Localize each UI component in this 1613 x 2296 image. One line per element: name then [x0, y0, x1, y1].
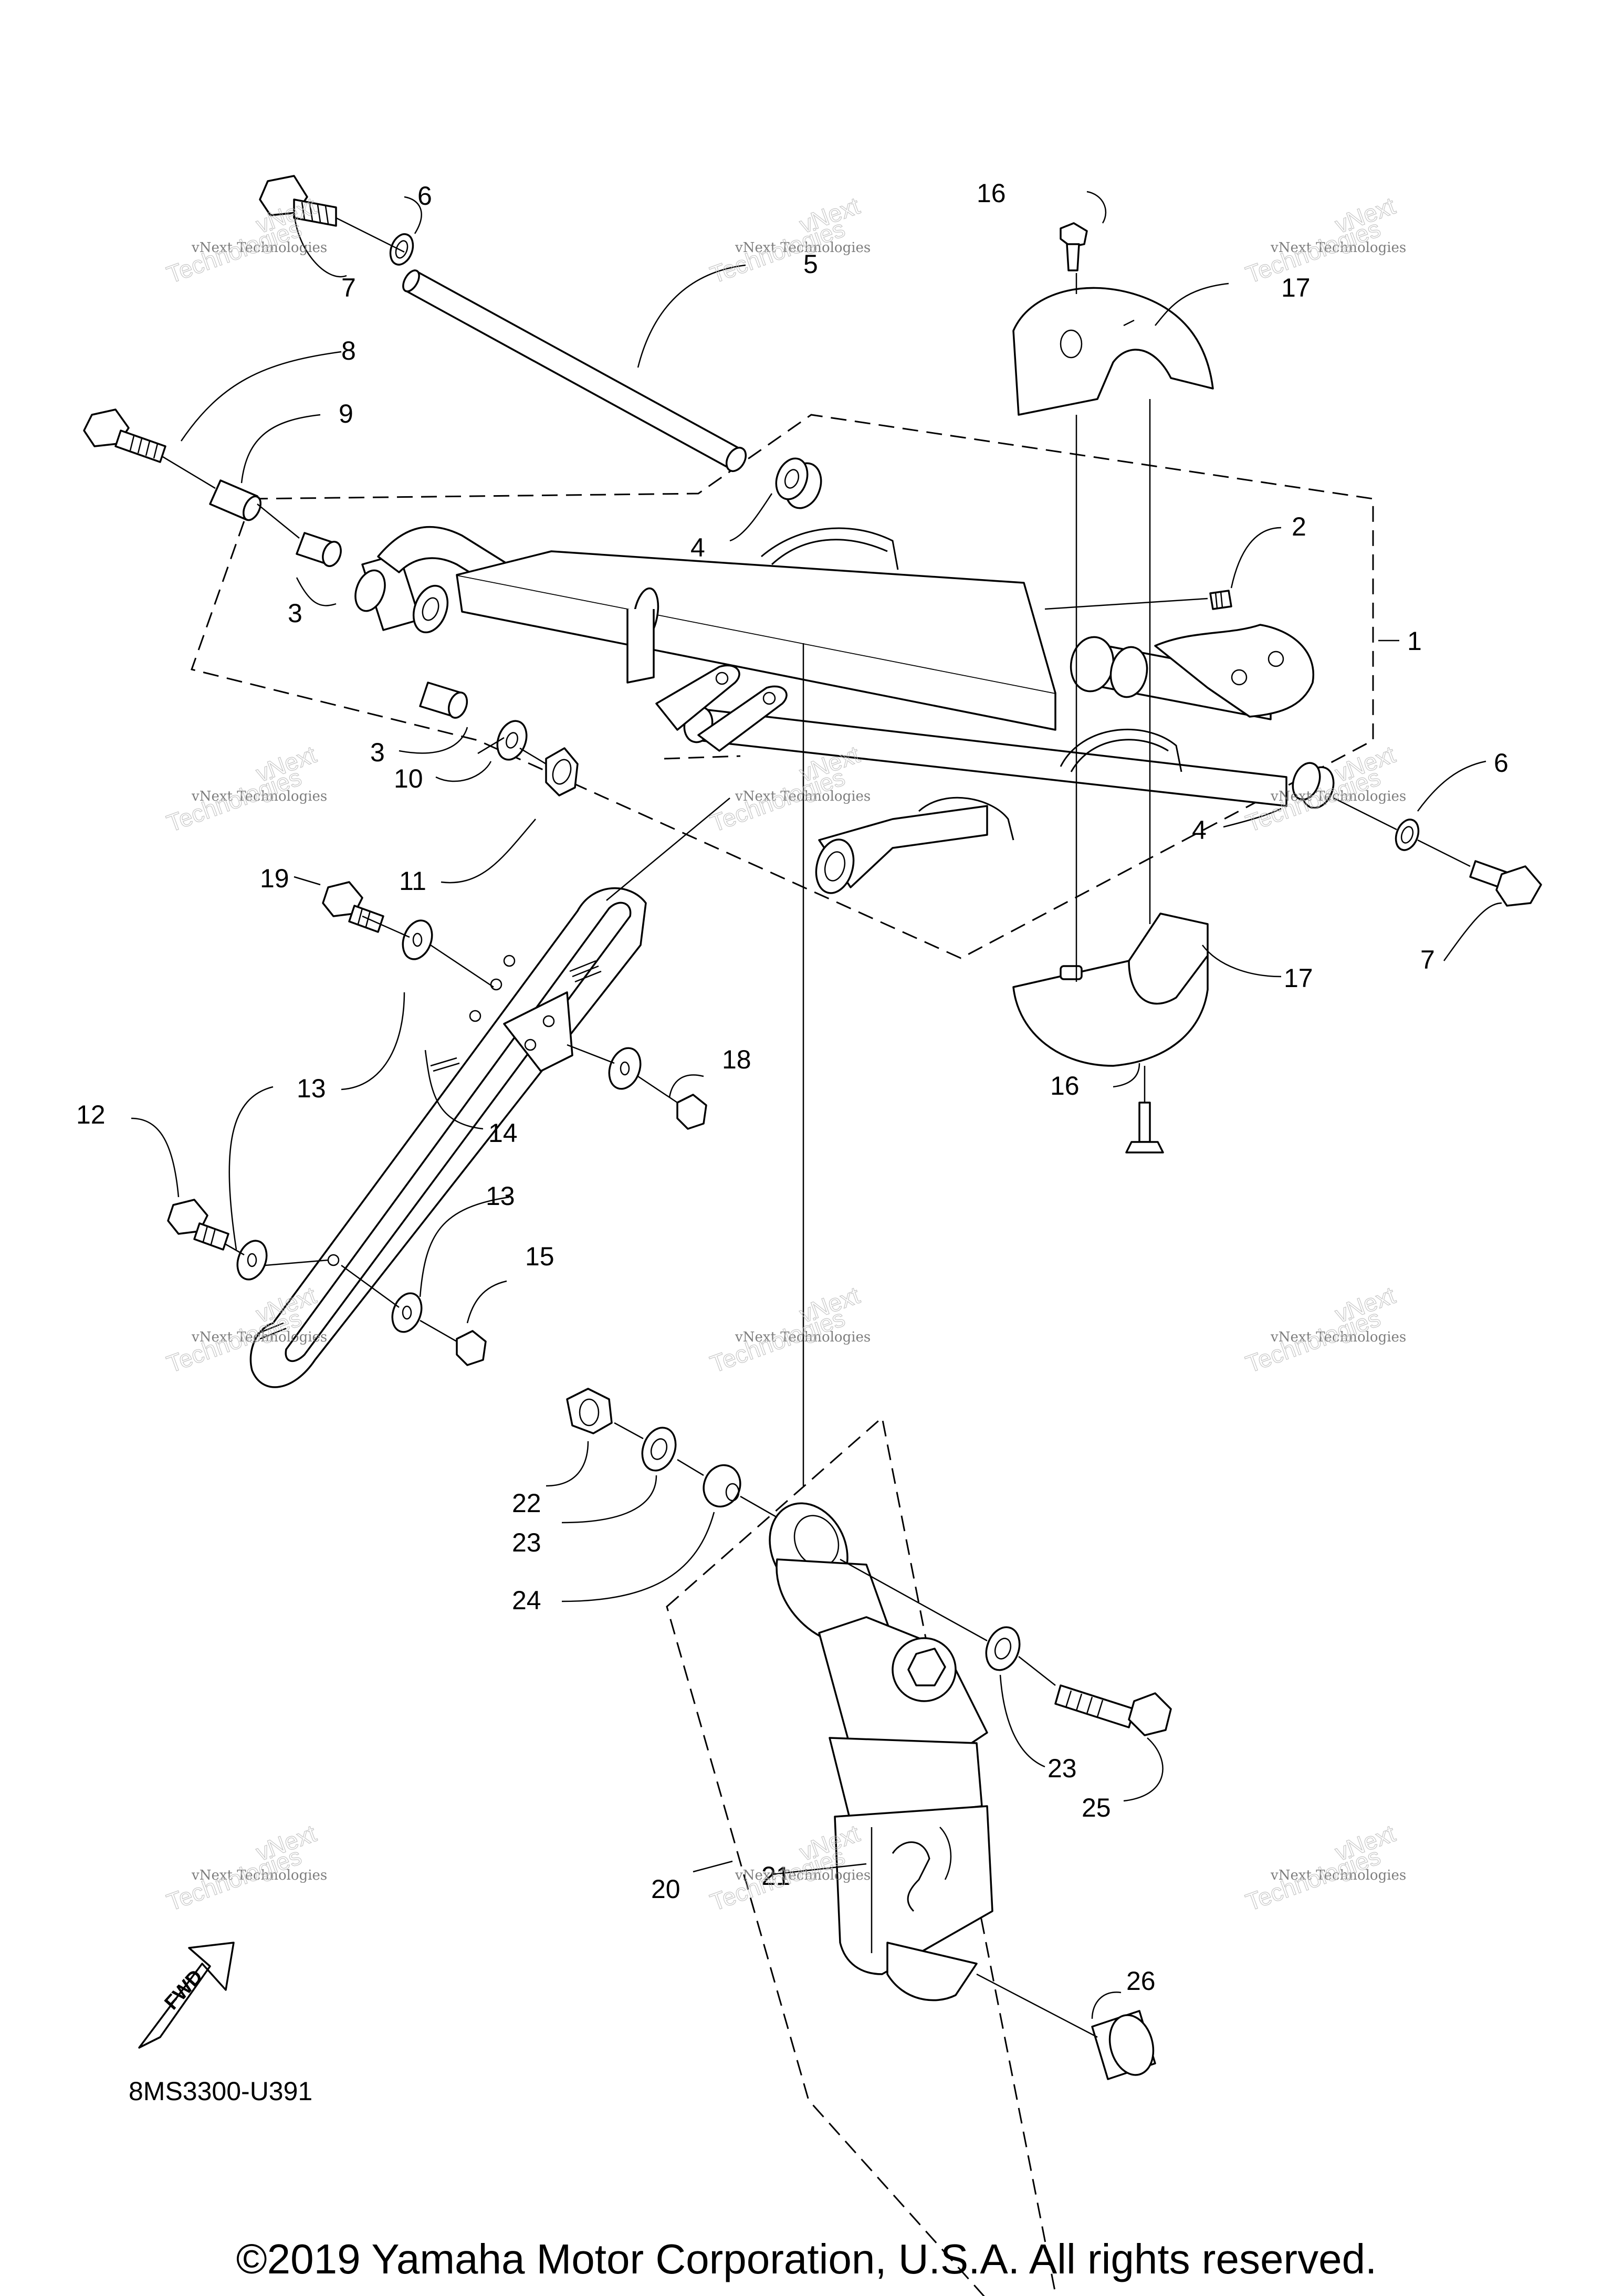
callout-2: 2	[1292, 512, 1306, 541]
bolt-12	[167, 1199, 229, 1251]
watermarks: vNext vNext Technologies Technologies vN…	[163, 192, 1406, 1916]
bolt-8	[83, 408, 166, 463]
bushing-4-upper	[775, 457, 822, 509]
callout-20: 20	[651, 1874, 680, 1904]
washer-10	[496, 720, 528, 761]
washer-13-b	[608, 1047, 642, 1090]
bushing-3-lower	[419, 682, 468, 719]
callout-7-upper: 7	[341, 273, 356, 302]
callout-6-upper: 6	[417, 181, 432, 211]
nut-18	[676, 1094, 707, 1130]
cap-26	[1091, 2010, 1156, 2080]
callout-22: 22	[512, 1488, 541, 1518]
collar-23-left	[641, 1427, 677, 1472]
bushing-3-upper	[296, 532, 342, 567]
callout-3-upper: 3	[288, 599, 302, 628]
bolt-19	[322, 881, 384, 933]
screw-16-upper	[1060, 222, 1088, 271]
bolt-2	[1209, 590, 1232, 610]
svg-text:vNext Technologies: vNext Technologies	[1270, 240, 1406, 256]
callout-leaders	[131, 191, 1502, 2019]
fwd-arrow-icon: FWD	[138, 1942, 235, 2049]
callout-17-upper: 17	[1281, 273, 1311, 302]
svg-text:vNext Technologies: vNext Technologies	[735, 1329, 871, 1345]
svg-text:vNext Technologies: vNext Technologies	[191, 1329, 327, 1345]
callout-11: 11	[399, 866, 426, 896]
bolt-7-upper	[259, 175, 337, 227]
callout-3-lower: 3	[370, 738, 385, 767]
svg-text:vNext Technologies: vNext Technologies	[191, 240, 327, 256]
svg-text:vNext Technologies: vNext Technologies	[1270, 1329, 1406, 1345]
nut-11	[545, 747, 579, 796]
shock-absorber	[769, 1502, 993, 2001]
callout-19: 19	[260, 864, 289, 893]
swing-arm	[354, 526, 1314, 894]
protector-17-upper	[1012, 287, 1214, 416]
collar-9	[209, 479, 261, 521]
callout-14: 14	[488, 1118, 518, 1148]
collar-23-right	[985, 1626, 1021, 1671]
washer-13-d	[391, 1292, 423, 1333]
callout-21: 21	[761, 1861, 791, 1891]
callout-7-lower: 7	[1420, 945, 1435, 974]
callout-16-lower: 16	[1050, 1071, 1080, 1100]
nut-15	[456, 1330, 487, 1366]
callout-25: 25	[1082, 1793, 1111, 1822]
washer-13-a	[402, 919, 433, 960]
bushing-4-lower	[1292, 762, 1335, 809]
callout-13-upper: 13	[297, 1074, 326, 1103]
callout-18: 18	[722, 1045, 751, 1074]
protector-17-lower	[1012, 913, 1209, 1067]
callout-12: 12	[76, 1100, 106, 1129]
callout-23-right: 23	[1048, 1754, 1077, 1783]
callout-17-lower: 17	[1284, 963, 1313, 993]
nut-22	[566, 1388, 613, 1434]
callout-24: 24	[512, 1586, 541, 1615]
copyright-notice: ©2019 Yamaha Motor Corporation, U.S.A. A…	[236, 2236, 1377, 2282]
callout-13-lower: 13	[486, 1181, 515, 1211]
callout-26: 26	[1126, 1966, 1156, 1996]
svg-text:vNext Technologies: vNext Technologies	[735, 240, 871, 256]
diagram-code: 8MS3300-U391	[129, 2077, 312, 2106]
callout-23-left: 23	[512, 1528, 541, 1557]
callout-10: 10	[394, 764, 423, 793]
callout-4-upper: 4	[690, 533, 705, 562]
screw-16-lower	[1125, 1102, 1164, 1154]
callout-8: 8	[341, 336, 356, 365]
callout-9: 9	[339, 399, 353, 428]
svg-text:vNext Technologies: vNext Technologies	[735, 789, 871, 804]
svg-text:vNext Technologies: vNext Technologies	[1270, 1868, 1406, 1883]
callout-numbers: 1 2 3 3 4 4 5 6 6 7 7 8 9 10 11 12 13 13…	[76, 179, 1509, 1996]
bolt-25	[1054, 1684, 1172, 1736]
callout-5: 5	[803, 249, 818, 279]
callout-6-lower: 6	[1494, 748, 1509, 778]
limit-strap-14	[249, 887, 647, 1388]
bushing-24	[703, 1464, 741, 1508]
svg-text:vNext Technologies: vNext Technologies	[191, 789, 327, 804]
callout-15: 15	[525, 1242, 554, 1271]
shock-assembly-outline	[666, 1416, 1057, 2296]
leader-lines	[162, 217, 1471, 2038]
callout-16-upper: 16	[977, 179, 1006, 208]
washer-13-c	[236, 1240, 268, 1281]
callout-1: 1	[1407, 626, 1422, 656]
svg-text:vNext Technologies: vNext Technologies	[191, 1868, 327, 1883]
bolt-7-lower	[1469, 860, 1542, 907]
svg-text:vNext Technologies: vNext Technologies	[735, 1868, 871, 1883]
svg-text:vNext Technologies: vNext Technologies	[1270, 789, 1406, 804]
snap-ring-6-upper	[389, 233, 414, 266]
pivot-shaft	[402, 269, 747, 473]
snap-ring-6-lower	[1395, 819, 1420, 851]
callout-4-lower: 4	[1192, 815, 1207, 845]
